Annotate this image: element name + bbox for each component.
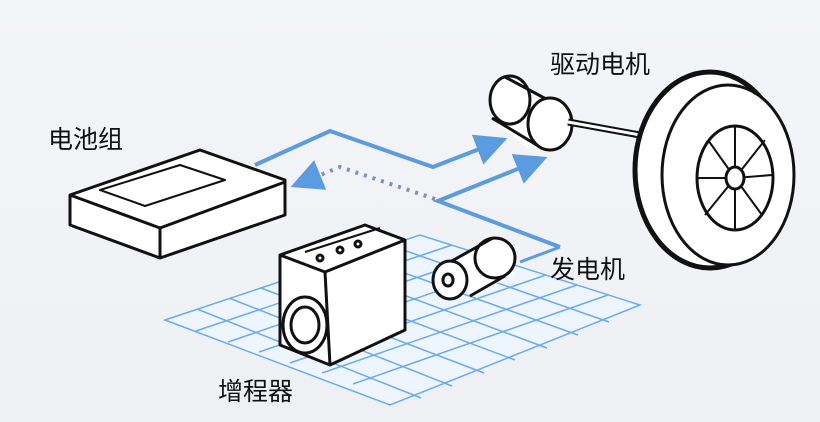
- drive-motor-label: 驱动电机: [550, 50, 651, 79]
- battery-pack: [68, 148, 287, 260]
- generator-label: 发电机: [550, 255, 626, 284]
- generator: [431, 236, 517, 301]
- range-extender-label: 增程器: [218, 377, 294, 406]
- range-extender-engine: [278, 223, 407, 367]
- power-flow-arrows: [254, 128, 561, 264]
- generator-to-motor-arrow: [432, 154, 561, 249]
- generator-line: [519, 245, 561, 264]
- charge-battery-dotted-arrow: [290, 160, 436, 201]
- wheel: [632, 69, 796, 271]
- battery-pack-label: 电池组: [48, 125, 124, 154]
- battery-to-motor-arrow: [254, 128, 508, 170]
- drive-motor: [488, 74, 641, 152]
